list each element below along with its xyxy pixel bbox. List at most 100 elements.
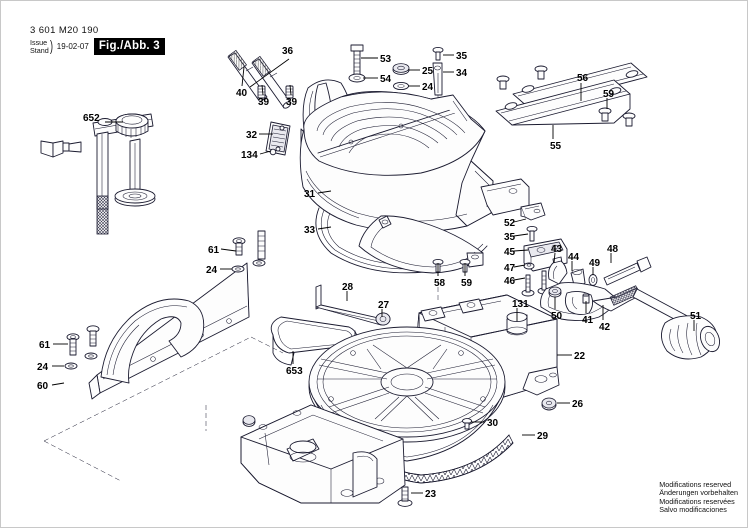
callout-label-42: 42 — [599, 322, 611, 333]
part-46-screw — [521, 274, 535, 297]
footer-line-de: Änderungen vorbehalten — [659, 488, 738, 498]
footer-line-en: Modifications reserved — [659, 479, 732, 489]
callout-label-61: 61 — [208, 245, 220, 256]
figure-badge: Fig./Abb. 3 — [93, 38, 165, 55]
leader-line-60 — [51, 382, 65, 386]
callout-label-53: 53 — [380, 54, 392, 65]
part-35-screw — [432, 46, 444, 61]
part-652-workpiece-clamp — [40, 113, 156, 235]
callout-label-44: 44 — [568, 252, 580, 263]
part-39-set-screw-a — [257, 85, 266, 99]
part-55-rail — [495, 79, 631, 126]
part-61-bolt-b — [66, 333, 80, 356]
issue-stand-labels: Issue Stand — [30, 38, 49, 55]
part-59-screws — [496, 65, 636, 127]
part-24-washer-b — [64, 362, 78, 370]
part-43-bushing — [548, 260, 568, 285]
part-24-washer — [393, 81, 409, 91]
callout-label-48: 48 — [607, 244, 619, 255]
part-134-rivet — [269, 148, 277, 156]
issue-row: Issue Stand ) 19-02-07 Fig./Abb. 3 — [30, 38, 165, 55]
part-code: 3 601 M20 190 — [30, 25, 99, 36]
part-24-washer-a — [231, 265, 245, 273]
footer-line-es: Salvo modificaciones — [659, 505, 727, 515]
part-27-end-nut — [375, 312, 391, 326]
part-59-screw — [459, 258, 471, 273]
part-35-screw-b — [526, 225, 538, 242]
part-28-hex-key — [315, 284, 384, 326]
part-24-washer-c — [84, 352, 98, 360]
part-31-base-casting — [299, 79, 530, 233]
callout-label-35: 35 — [504, 232, 516, 243]
part-60-curved-guard — [100, 298, 205, 384]
callout-label-34: 34 — [456, 68, 468, 79]
part-47-nut — [523, 262, 535, 270]
part-61-bolt-c — [86, 325, 100, 347]
part-49-washer — [588, 274, 598, 286]
callout-leaders — [51, 54, 695, 494]
projection-lines-left — [43, 336, 284, 482]
part-61-stud — [252, 230, 266, 267]
part-50-nut — [548, 286, 562, 298]
callout-label-54: 54 — [380, 74, 392, 85]
callout-label-33: 33 — [304, 225, 316, 236]
callout-label-24: 24 — [422, 82, 434, 93]
callout-label-24: 24 — [206, 265, 218, 276]
callout-label-31: 31 — [304, 189, 316, 200]
brace-glyph: ) — [49, 37, 53, 55]
part-48-bolt — [603, 256, 652, 286]
callout-label-59: 59 — [461, 278, 473, 289]
leader-line-52 — [513, 218, 527, 223]
part-32-angle-scale — [265, 121, 291, 156]
callout-label-134: 134 — [241, 150, 258, 161]
part-34-bracket — [432, 62, 443, 96]
callout-label-29: 29 — [537, 431, 549, 442]
leader-line-31 — [317, 190, 332, 194]
part-52-plate — [520, 202, 546, 221]
callout-label-30: 30 — [487, 418, 499, 429]
callout-label-39: 39 — [286, 97, 298, 108]
callout-label-39: 39 — [258, 97, 270, 108]
part-60-fence-bar — [88, 262, 250, 400]
leader-line-35 — [513, 233, 529, 237]
footer-line-fr: Modifications reservées — [659, 496, 735, 506]
leader-line-36 — [249, 58, 290, 88]
callout-label-51: 51 — [690, 311, 702, 322]
part-25-nut — [392, 63, 410, 75]
callout-label-35: 35 — [456, 51, 468, 62]
part-36-extension-rod — [251, 55, 292, 109]
leader-line-61 — [220, 248, 237, 252]
leader-line-39 — [289, 84, 292, 96]
callout-label-24: 24 — [37, 362, 49, 373]
callout-label-52: 52 — [504, 218, 516, 229]
part-54-washer — [348, 73, 366, 83]
stand-label: Stand — [30, 45, 49, 55]
callout-label-58: 58 — [434, 278, 446, 289]
callout-label-23: 23 — [425, 489, 437, 500]
callout-label-49: 49 — [589, 258, 601, 269]
part-58-screw — [432, 258, 444, 273]
callout-label-56: 56 — [577, 73, 589, 84]
part-51-handle-knob — [661, 315, 721, 360]
part-39-set-screw-b — [285, 85, 294, 99]
callout-label-652: 652 — [83, 113, 100, 124]
issue-date: 19-02-07 — [56, 42, 89, 51]
leader-line-33 — [317, 226, 332, 230]
callout-label-22: 22 — [574, 351, 586, 362]
callout-label-46: 46 — [504, 276, 516, 287]
callout-label-61: 61 — [39, 340, 51, 351]
leader-line-134 — [259, 150, 272, 155]
callout-label-32: 32 — [246, 130, 258, 141]
callout-label-653: 653 — [286, 366, 303, 377]
callout-label-47: 47 — [504, 263, 516, 274]
callout-label-26: 26 — [572, 399, 584, 410]
callout-label-45: 45 — [504, 247, 516, 258]
leader-line-47 — [513, 264, 526, 268]
leader-line-39 — [261, 84, 264, 96]
callout-label-59: 59 — [603, 89, 615, 100]
part-53-bolt — [350, 44, 364, 76]
part-30-screw — [461, 418, 473, 430]
callout-label-43: 43 — [551, 244, 563, 255]
